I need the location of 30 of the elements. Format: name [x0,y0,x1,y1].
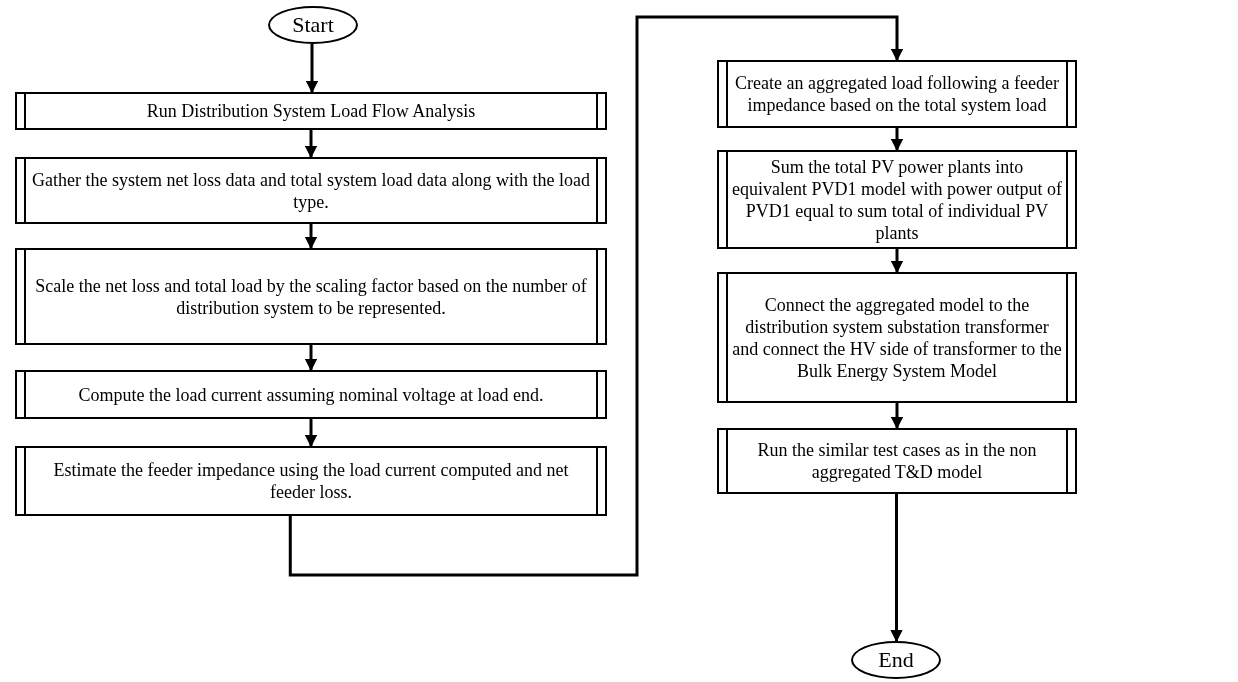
node-text: Run Distribution System Load Flow Analysis [146,100,476,122]
arrow [890,403,904,430]
node-text: Gather the system net loss data and total system load data along with the load type. [31,168,591,213]
arrow [304,130,318,159]
node-text: Scale the net loss and total load by the scaling factor based on the number of distribution system to be represented. [34,274,588,319]
node-text: Connect the aggregated model to the distribution system substation transformer and connect the HV side of transformer to the Bulk Energy System Model [731,293,1063,382]
node-text: End [878,649,914,671]
arrow [890,249,904,274]
predefined-process-box [15,370,607,419]
node-text: Create an aggregated load following a feeder impedance based on the total system load [734,72,1060,116]
predefined-process-box [717,272,1077,403]
predefined-process-box [15,446,607,516]
predefined-process-box [15,248,607,345]
predefined-process-box [717,60,1077,128]
predefined-process-box [15,92,607,130]
arrow [304,224,318,250]
predefined-process-box [15,157,607,224]
arrow [304,345,318,372]
arrow [305,44,319,94]
node-text: Estimate the feeder impedance using the load current computed and net feeder loss. [52,459,570,503]
predefined-process-box [717,428,1077,494]
arrow [288,15,904,577]
node-text: Run the similar test cases as in the non aggregated T&D model [756,439,1038,483]
predefined-process-box [717,150,1077,249]
arrow [890,128,904,152]
node-text: Compute the load current assuming nominal voltage at load end. [78,383,544,406]
node-text: Sum the total PV power plants into equivalent PVD1 model with power output of PVD1 equal to sum total of individual PV plants [731,155,1063,244]
arrow [304,419,318,448]
arrow [890,494,903,643]
node-text: Start [292,14,334,36]
